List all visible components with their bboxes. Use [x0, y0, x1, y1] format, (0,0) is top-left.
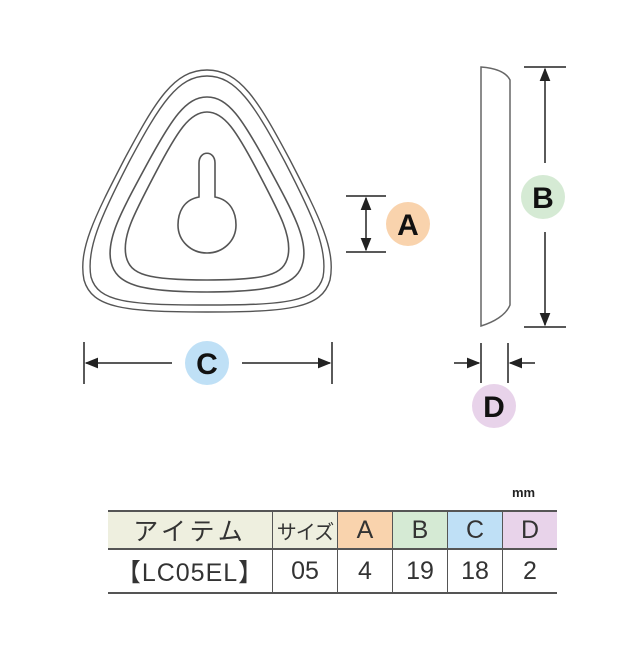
header-b: B [392, 510, 448, 550]
cell-a: 4 [337, 549, 393, 594]
cell-size: 05 [272, 549, 338, 594]
dimension-c [83, 342, 333, 384]
badge-c-label: C [196, 348, 218, 381]
rim-outline [109, 96, 305, 293]
header-d: D [502, 510, 557, 550]
cell-d: 2 [502, 549, 557, 594]
badge-a-label: A [397, 209, 419, 242]
spec-table: アイテム サイズ A B C D 【LC05EL】 05 4 19 18 2 [108, 510, 557, 594]
outer-outline-2 [89, 75, 325, 306]
dimension-drawing: A C B D [82, 66, 566, 428]
header-c: C [447, 510, 503, 550]
dimension-b [524, 66, 566, 328]
badge-b-label: B [532, 182, 554, 215]
cell-b: 19 [392, 549, 448, 594]
inner-outline [124, 111, 290, 281]
unit-label: mm [512, 485, 536, 500]
header-a: A [337, 510, 393, 550]
badge-d: D [472, 384, 516, 428]
outer-outline [82, 69, 332, 313]
dimension-d [454, 343, 535, 383]
cell-c: 18 [447, 549, 503, 594]
table-header-row: アイテム サイズ A B C D [108, 510, 557, 550]
front-view [82, 69, 332, 313]
header-item: アイテム [108, 510, 273, 550]
table-row: 【LC05EL】 05 4 19 18 2 [108, 549, 557, 594]
badge-c: C [185, 341, 229, 385]
badge-d-label: D [483, 391, 505, 424]
side-view [480, 66, 511, 328]
keyhole-outline [177, 152, 237, 254]
badge-a: A [386, 202, 430, 246]
header-size: サイズ [272, 510, 338, 550]
badge-b: B [521, 175, 565, 219]
dimension-a [346, 195, 386, 253]
cell-item: 【LC05EL】 [108, 549, 273, 594]
